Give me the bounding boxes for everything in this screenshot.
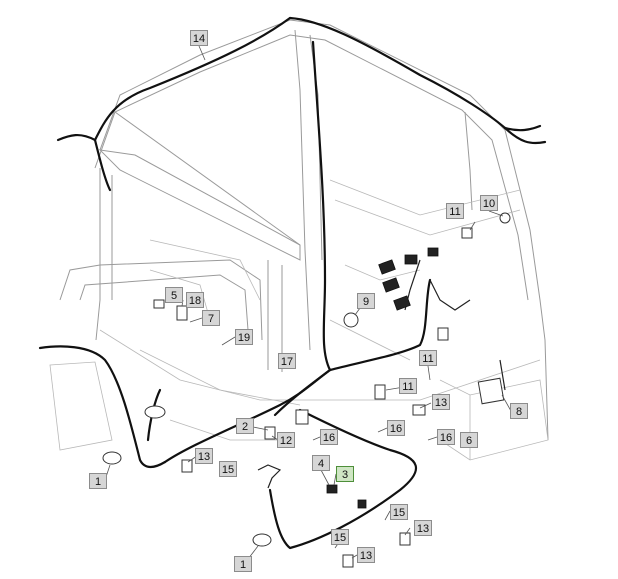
callout-13[interactable]: 13 (414, 520, 432, 536)
callout-9[interactable]: 9 (357, 293, 375, 309)
callout-12[interactable]: 12 (277, 432, 295, 448)
wiring-harness (38, 16, 547, 550)
callout-8[interactable]: 8 (510, 403, 528, 419)
callout-3-highlighted[interactable]: 3 (336, 466, 354, 482)
callout-16[interactable]: 16 (387, 420, 405, 436)
callout-14[interactable]: 14 (190, 30, 208, 46)
callout-15[interactable]: 15 (219, 461, 237, 477)
callout-16[interactable]: 16 (437, 429, 455, 445)
callout-11[interactable]: 11 (399, 378, 417, 394)
callout-18[interactable]: 18 (186, 292, 204, 308)
callout-15[interactable]: 15 (390, 504, 408, 520)
callout-7[interactable]: 7 (202, 310, 220, 326)
callout-2[interactable]: 2 (236, 418, 254, 434)
callout-15[interactable]: 15 (331, 529, 349, 545)
callout-13[interactable]: 13 (357, 547, 375, 563)
callout-4[interactable]: 4 (312, 455, 330, 471)
callout-1[interactable]: 1 (89, 473, 107, 489)
callout-13[interactable]: 13 (195, 448, 213, 464)
callout-10[interactable]: 10 (480, 195, 498, 211)
callout-11[interactable]: 11 (419, 350, 437, 366)
leader-lines (104, 45, 512, 564)
cab-frame (49, 19, 549, 461)
connectors (102, 212, 511, 568)
callout-6[interactable]: 6 (460, 432, 478, 448)
callout-1[interactable]: 1 (234, 556, 252, 572)
callout-13[interactable]: 13 (432, 394, 450, 410)
callout-11[interactable]: 11 (446, 203, 464, 219)
callout-16[interactable]: 16 (320, 429, 338, 445)
callout-17[interactable]: 17 (278, 353, 296, 369)
callout-5[interactable]: 5 (165, 287, 183, 303)
callout-19[interactable]: 19 (235, 329, 253, 345)
